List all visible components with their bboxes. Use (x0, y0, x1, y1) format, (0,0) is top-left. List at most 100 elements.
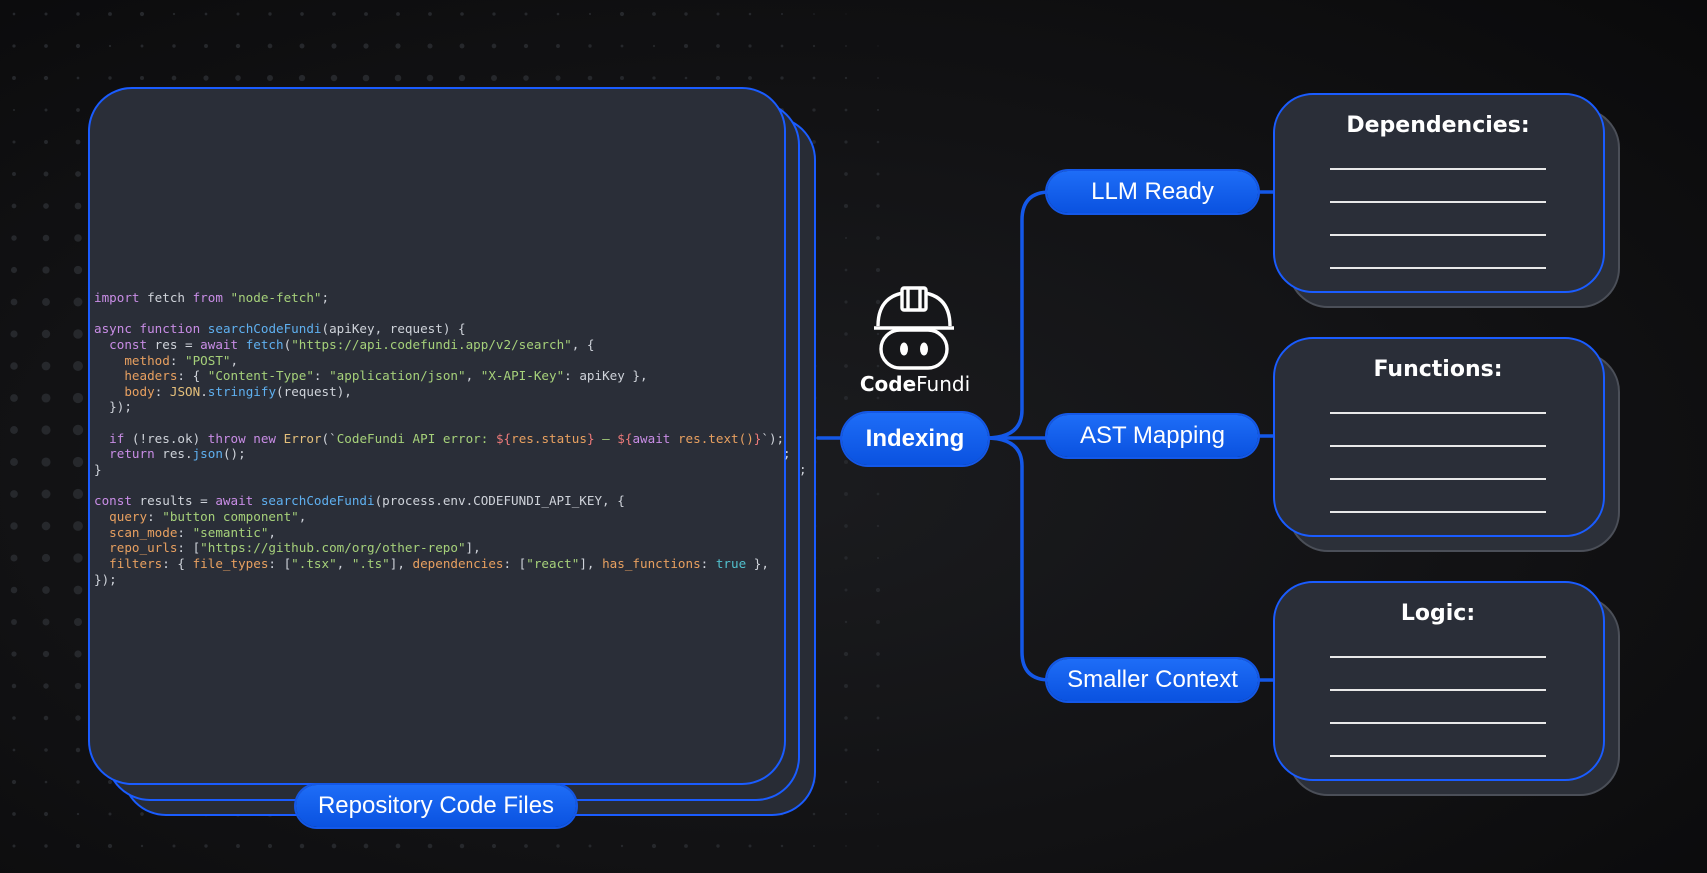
background-dot (43, 75, 49, 81)
code-token: }, (746, 555, 769, 571)
background-dot (203, 75, 209, 81)
background-dot (427, 843, 433, 849)
background-dot (876, 204, 880, 208)
background-dot (75, 43, 81, 49)
background-dot (844, 684, 848, 688)
background-dot (12, 140, 16, 144)
code-token: res = (147, 336, 201, 352)
background-dot (780, 12, 784, 16)
background-dot (845, 845, 847, 847)
background-dot (524, 844, 528, 848)
background-dot (73, 585, 83, 595)
background-dot (427, 43, 433, 49)
background-dot (684, 12, 688, 16)
background-dot (748, 76, 752, 80)
background-dot (267, 843, 273, 849)
background-dot (11, 683, 17, 689)
code-token: async (94, 321, 132, 337)
code-token: "X-API-Key" (480, 368, 565, 384)
background-dot (12, 748, 16, 752)
code-token: "button component" (162, 508, 299, 524)
background-dot (844, 524, 848, 528)
background-dot (11, 203, 17, 209)
background-dot (812, 108, 816, 112)
background-dot (876, 172, 880, 176)
background-dot (844, 492, 848, 496)
background-dot (12, 108, 16, 112)
background-dot (844, 396, 848, 400)
code-token: repo_urls (109, 540, 178, 556)
background-dot (843, 203, 849, 209)
code-line: }); (94, 572, 784, 588)
background-dot (523, 43, 529, 49)
background-dot (877, 781, 879, 783)
background-dot (44, 12, 48, 16)
background-dot (812, 44, 816, 48)
code-token: : [ (177, 540, 201, 556)
code-token: new (253, 430, 277, 446)
background-dot (10, 522, 18, 530)
background-dot (12, 44, 16, 48)
background-dot (11, 619, 17, 625)
code-token: : { (162, 555, 193, 571)
background-dot (42, 618, 50, 626)
code-token: , { (571, 336, 595, 352)
background-dot (331, 43, 337, 49)
code-token: return (109, 446, 155, 462)
code-line: method: "POST", (94, 353, 784, 369)
background-dot (524, 12, 528, 16)
background-dot (876, 396, 880, 400)
background-dot (204, 44, 208, 48)
background-dot (235, 43, 241, 49)
background-dot (139, 75, 145, 81)
background-dot (556, 844, 560, 848)
code-token: stringify (207, 383, 277, 399)
code-token: ${ (495, 430, 512, 446)
code-token: "https://api.codefundi.app/v2/search" (291, 336, 572, 352)
background-dot (844, 748, 848, 752)
background-dot (236, 12, 240, 16)
code-line: repo_urls: ["https://github.com/org/othe… (94, 540, 784, 556)
background-dot (845, 13, 847, 15)
background-dot (10, 394, 18, 402)
background-dot (268, 12, 272, 16)
background-dot (300, 12, 304, 16)
logic-line (1330, 656, 1546, 658)
code-token: const (109, 336, 148, 352)
background-dot (844, 108, 848, 112)
code-token: (apiKey, request) { (321, 321, 466, 337)
code-token: CodeFundi API error: (336, 430, 496, 446)
background-dot (76, 12, 80, 16)
code-token: (process.env.CODEFUNDI_API_KEY, { (374, 493, 625, 509)
background-dot (812, 140, 816, 144)
background-dot (73, 329, 83, 339)
code-line: headers: { "Content-Type": "application/… (94, 368, 784, 384)
background-dot (42, 266, 50, 274)
code-token: (); (222, 446, 246, 462)
background-dot (459, 43, 465, 49)
background-dot (236, 844, 240, 848)
background-dot (844, 236, 848, 240)
background-dot (395, 43, 401, 49)
background-dot (73, 265, 83, 275)
code-token: , (298, 508, 307, 524)
code-token: await (632, 430, 671, 446)
background-dot (204, 12, 208, 16)
background-dot (844, 556, 848, 560)
logic-panel (1273, 581, 1605, 781)
code-token: res.text() (677, 430, 754, 446)
background-dot (492, 12, 496, 16)
code-token: from (192, 290, 223, 305)
background-dot (10, 490, 18, 498)
background-dot (12, 844, 16, 848)
dependencies-panel (1273, 93, 1605, 293)
background-dot (108, 44, 112, 48)
code-token: ".ts" (351, 555, 390, 571)
background-dot (844, 76, 848, 80)
code-token: : (177, 524, 193, 540)
codefundi-wordmark: CodeFundi (854, 372, 976, 396)
background-dot (298, 74, 306, 82)
background-dot (459, 843, 465, 849)
background-dot (108, 12, 112, 16)
